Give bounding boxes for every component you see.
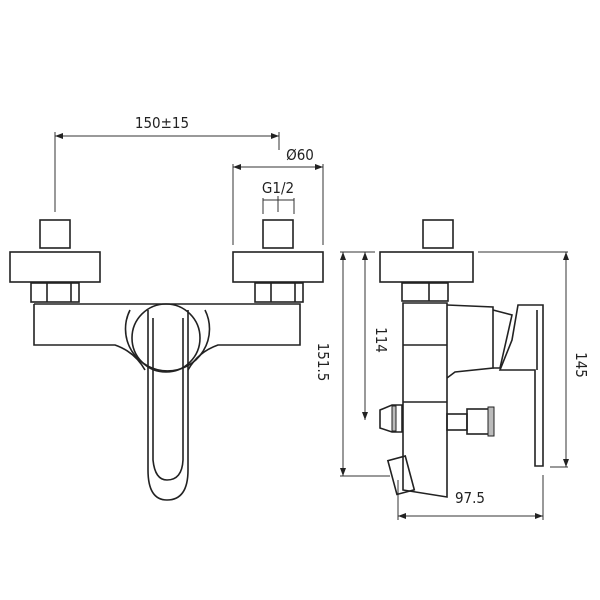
side-view: 151.5 114 145 97.5 [314, 219, 590, 520]
dimension-label-connection-spacing: 150±15 [135, 114, 189, 132]
side-body [386, 302, 513, 498]
side-lever [498, 304, 544, 467]
front-view: 150±15 Ø60 G1/2 [9, 114, 324, 501]
dimension-label-thread: G1/2 [262, 179, 294, 197]
side-connector [379, 219, 474, 302]
dimension-label-inlet-height: 114 [372, 327, 390, 353]
dimension-label-projection: 97.5 [455, 489, 485, 507]
dimension-thread: G1/2 [262, 179, 295, 214]
dimension-label-side-height: 145 [572, 352, 590, 378]
dimension-inlet-height: 114 [362, 252, 390, 420]
dimension-total-height: 151.5 [314, 251, 390, 477]
side-fittings [379, 404, 495, 437]
lever-handle [147, 310, 189, 501]
dimension-connection-spacing: 150±15 [54, 114, 280, 212]
dimension-projection: 97.5 [397, 475, 544, 520]
left-connector [9, 219, 101, 303]
dimension-label-total-height: 151.5 [314, 343, 332, 382]
mixer-body [33, 303, 301, 373]
dimension-flange-diameter: Ø60 [232, 146, 324, 245]
dimension-side-height: 145 [478, 251, 590, 468]
right-connector [232, 219, 324, 303]
dimension-label-flange-diameter: Ø60 [286, 146, 314, 164]
